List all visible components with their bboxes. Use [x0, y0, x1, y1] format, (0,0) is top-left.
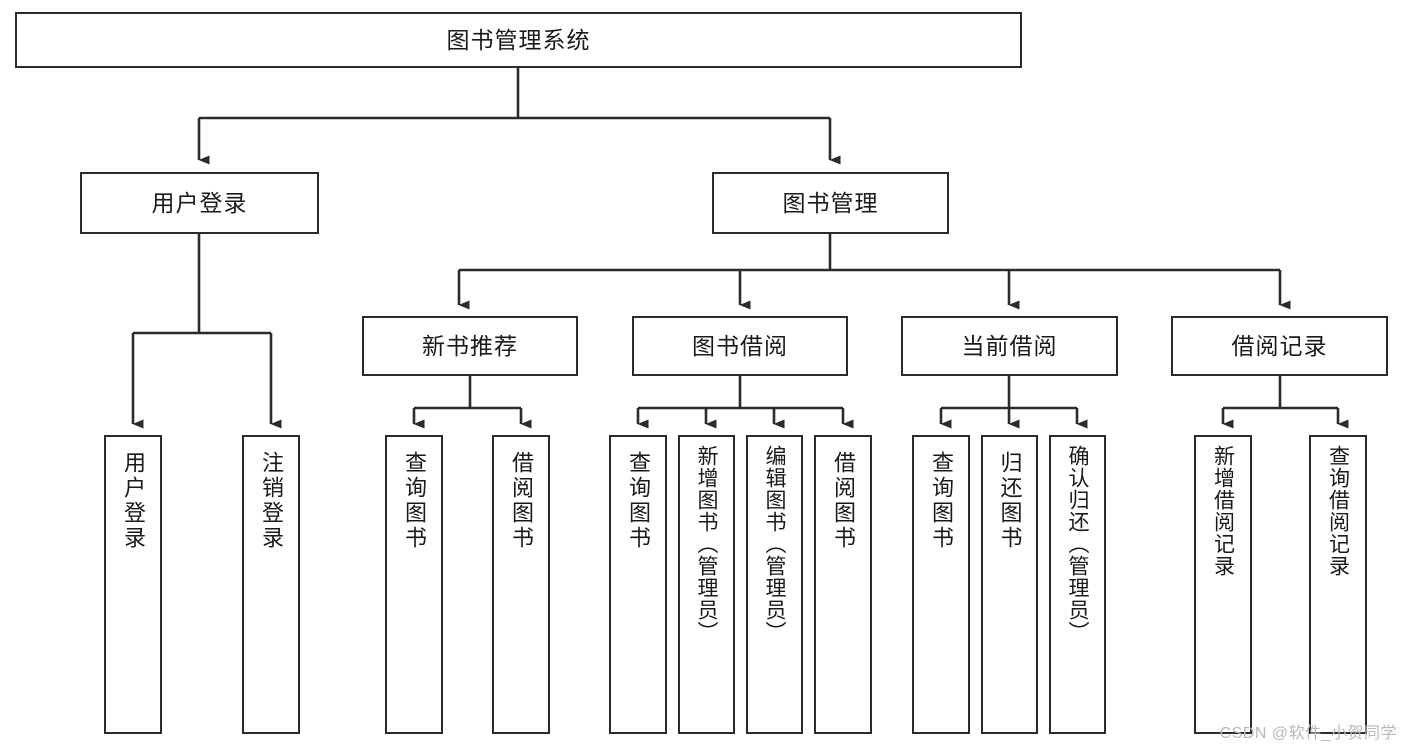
node-root-book-management-system[interactable]: 图书管理系统 — [15, 12, 1022, 68]
leaf-borrow-edit-book-admin[interactable]: 编辑图书（管理员） — [746, 435, 803, 734]
node-label: 归还图书 — [997, 451, 1023, 551]
leaf-current-query-book[interactable]: 查询图书 — [912, 435, 970, 734]
node-new-book-recommend[interactable]: 新书推荐 — [362, 316, 578, 376]
node-label: 新书推荐 — [422, 332, 518, 359]
leaf-record-query-borrow-record[interactable]: 查询借阅记录 — [1309, 435, 1367, 734]
node-current-borrow[interactable]: 当前借阅 — [901, 316, 1118, 376]
node-label: 新增图书（管理员） — [695, 445, 718, 643]
leaf-current-return-book[interactable]: 归还图书 — [981, 435, 1038, 734]
leaf-new-book-query-book[interactable]: 查询图书 — [385, 435, 443, 734]
node-user-login[interactable]: 用户登录 — [80, 172, 319, 234]
leaf-new-book-borrow-book[interactable]: 借阅图书 — [492, 435, 550, 734]
leaf-borrow-query-book[interactable]: 查询图书 — [609, 435, 667, 734]
node-label: 注销登录 — [259, 451, 284, 551]
node-label: 编辑图书（管理员） — [763, 445, 786, 643]
node-label: 图书管理系统 — [446, 26, 591, 53]
node-label: 查询图书 — [929, 451, 954, 551]
node-label: 查询图书 — [402, 451, 427, 551]
node-borrow-record[interactable]: 借阅记录 — [1171, 316, 1388, 376]
leaf-user-login[interactable]: 用户登录 — [104, 435, 162, 734]
node-label: 查询图书 — [626, 451, 651, 551]
node-book-management[interactable]: 图书管理 — [712, 172, 949, 234]
node-label: 查询借阅记录 — [1326, 445, 1350, 577]
node-label: 用户登录 — [121, 451, 146, 551]
node-label: 新增借阅记录 — [1211, 445, 1235, 577]
leaf-logout-login[interactable]: 注销登录 — [242, 435, 300, 734]
leaf-record-add-borrow-record[interactable]: 新增借阅记录 — [1194, 435, 1252, 734]
node-label: 借阅图书 — [831, 451, 856, 551]
node-label: 借阅记录 — [1231, 332, 1328, 359]
node-label: 当前借阅 — [961, 332, 1058, 359]
node-label: 用户登录 — [151, 189, 248, 216]
leaf-current-confirm-return-admin[interactable]: 确认归还（管理员） — [1049, 435, 1106, 734]
node-label: 借阅图书 — [509, 451, 534, 551]
leaf-borrow-borrow-book[interactable]: 借阅图书 — [814, 435, 872, 734]
watermark-csdn: CSDN @软件_小贺同学 — [1219, 725, 1397, 742]
leaf-borrow-add-book-admin[interactable]: 新增图书（管理员） — [678, 435, 735, 734]
node-book-borrow[interactable]: 图书借阅 — [632, 316, 848, 376]
node-label: 图书管理 — [782, 189, 879, 216]
node-label: 图书借阅 — [692, 332, 788, 359]
node-label: 确认归还（管理员） — [1066, 445, 1089, 643]
